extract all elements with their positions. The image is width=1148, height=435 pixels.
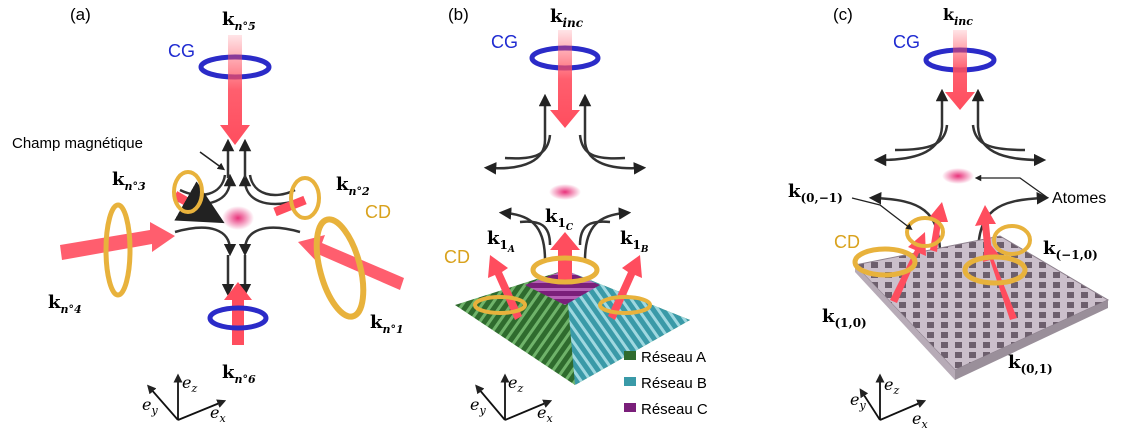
cd-label-b: CD — [444, 247, 470, 267]
field-label: Champ magnétique — [12, 135, 143, 152]
atoms-a — [222, 206, 254, 230]
panel-b: (b) kinc CG k1C — [444, 5, 708, 425]
grating-c-edge-left — [855, 265, 955, 380]
cd-ring-k1 — [313, 216, 367, 320]
axes-b — [475, 373, 553, 421]
field-lines-b-bottom — [498, 207, 632, 261]
field-lines-c-top — [873, 88, 1047, 167]
k4-label: kn°4 — [48, 292, 82, 316]
ez-c: ez — [884, 375, 899, 397]
ez-a: ez — [182, 373, 197, 395]
field-lines-b-top — [483, 93, 647, 175]
k01-label: k(0,1) — [1008, 352, 1053, 376]
axes-a — [147, 373, 227, 421]
beam-k1b — [608, 255, 642, 320]
panel-b-tag: (b) — [448, 5, 469, 24]
atoms-c — [942, 168, 974, 184]
cg-ring-a-bottom — [207, 305, 269, 331]
kinc-c-label: kinc — [943, 5, 973, 28]
cd-ring-k1a — [473, 295, 527, 315]
legend-b: Réseau A Réseau B Réseau C — [624, 349, 708, 418]
k2-label: kn°2 — [336, 174, 370, 198]
k5-label: kn°5 — [222, 9, 256, 33]
k1-label: kn°1 — [370, 312, 404, 336]
cd-ring-k4 — [103, 202, 133, 298]
beam-k6 — [224, 282, 252, 345]
cd-label-a: CD — [365, 202, 391, 222]
beam-k4 — [60, 222, 175, 260]
cg-label-b: CG — [491, 32, 518, 52]
atoms-pointer — [974, 174, 1049, 199]
beam-km10 — [975, 205, 996, 255]
k01m-label: k(0,−1) — [788, 181, 843, 205]
cg-label-a: CG — [168, 41, 195, 61]
k3-label: kn°3 — [112, 169, 146, 193]
beam-k5 — [220, 35, 250, 145]
kinc-b-label: kinc — [550, 6, 584, 30]
beam-k1 — [298, 235, 404, 290]
legend-swatch-c — [624, 403, 636, 412]
panel-c-tag: (c) — [833, 5, 853, 24]
beam-kinc-c — [945, 30, 975, 110]
legend-swatch-b — [624, 377, 636, 386]
cd-ring-km10 — [992, 224, 1032, 256]
k01m-pointer — [851, 197, 913, 230]
beam-k10 — [890, 232, 926, 303]
cd-ring-k01m — [905, 216, 945, 248]
atoms-b — [549, 184, 581, 200]
k1a-label: k1A — [487, 228, 515, 255]
cd-ring-k1c — [530, 255, 600, 285]
ex-c: ex — [912, 409, 928, 431]
legend-label-a: Réseau A — [641, 349, 706, 366]
ey-b: ey — [470, 395, 486, 417]
ex-b: ex — [537, 403, 553, 425]
beam-kinc-b — [550, 30, 580, 128]
legend-label-c: Réseau C — [641, 401, 708, 418]
cd-ring-k1b — [598, 295, 652, 315]
axes-c — [859, 373, 927, 421]
atoms-label: Atomes — [1052, 190, 1106, 207]
grating-c-edge-right — [955, 300, 1108, 380]
beam-k2 — [273, 195, 307, 217]
field-pointer — [199, 151, 226, 171]
ez-b: ez — [508, 373, 523, 395]
k1c-label: k1C — [545, 206, 574, 233]
legend-swatch-a — [624, 351, 636, 360]
k6-label: kn°6 — [222, 362, 256, 386]
k1b-label: k1B — [620, 228, 649, 255]
cd-ring-k2 — [289, 176, 321, 220]
cd-ring-k01 — [962, 254, 1028, 286]
panel-c: (c) kinc CG Atomes CD — [788, 5, 1110, 431]
ey-a: ey — [142, 395, 158, 417]
ey-c: ey — [850, 390, 866, 412]
cd-ring-k10 — [852, 246, 918, 278]
km10-label: k(−1,0) — [1043, 238, 1098, 262]
k10-label: k(1,0) — [822, 306, 867, 330]
legend-label-b: Réseau B — [641, 375, 707, 392]
cd-label-c: CD — [834, 232, 860, 252]
beam-k3 — [172, 181, 225, 224]
beam-k1a — [488, 255, 522, 320]
beam-k01m — [928, 202, 948, 252]
grating-b-region — [565, 270, 690, 385]
ex-a: ex — [210, 403, 226, 425]
cd-ring-k3 — [172, 170, 204, 214]
panel-a: (a) kn°5 CG Champ magnétique — [12, 5, 404, 425]
panel-a-tag: (a) — [70, 5, 91, 24]
cg-label-c: CG — [893, 32, 920, 52]
